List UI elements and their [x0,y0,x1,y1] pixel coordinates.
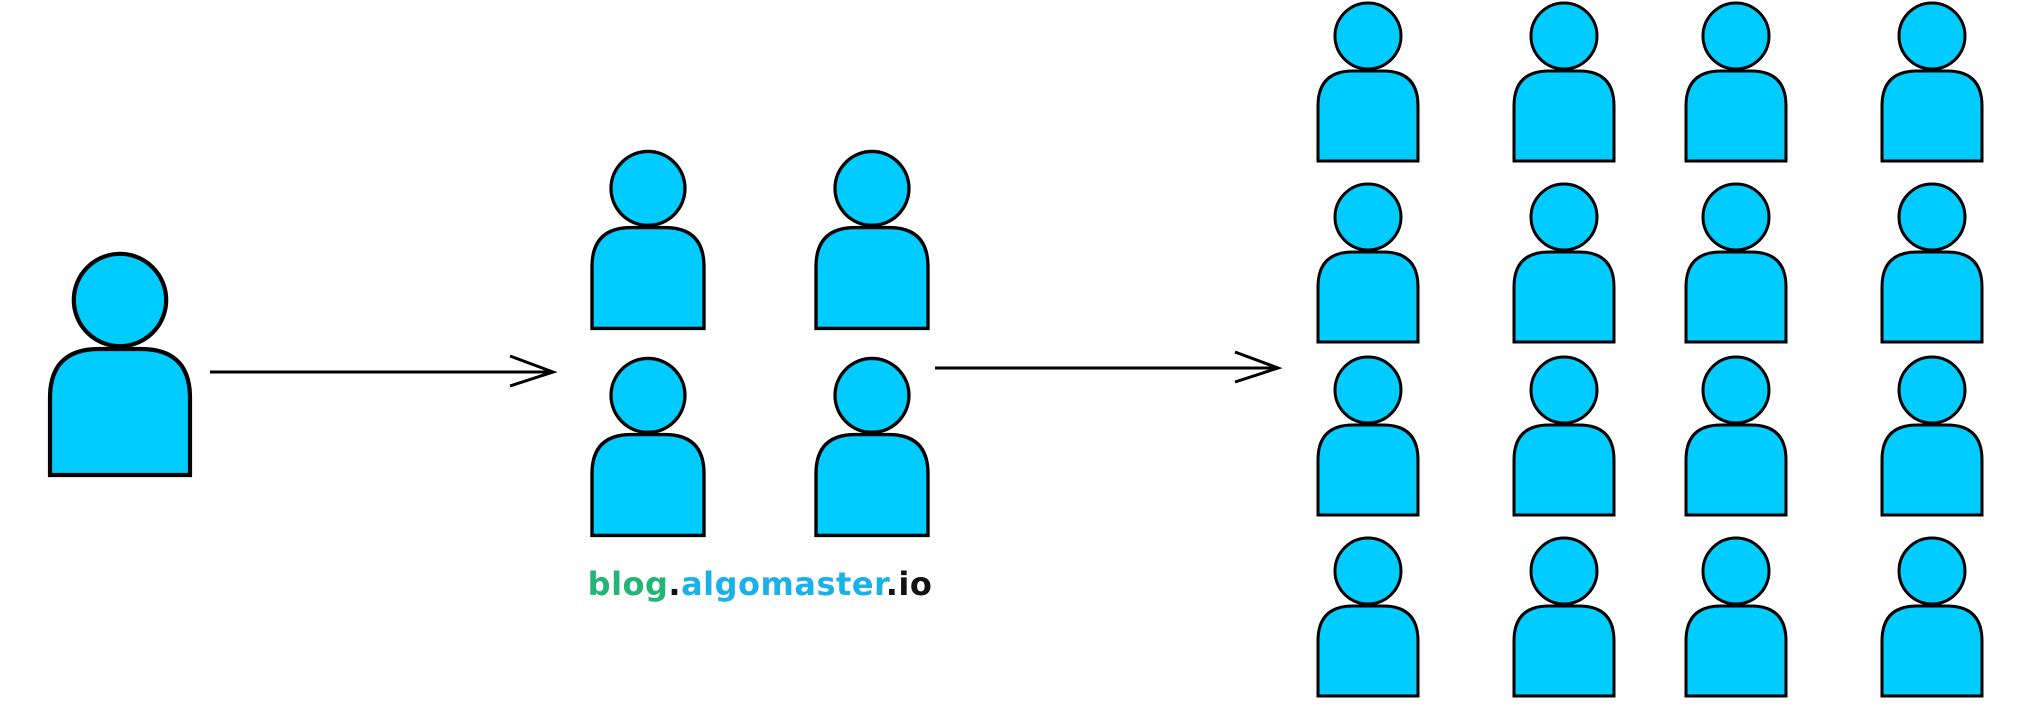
person-icon [590,149,706,331]
person-icon [1316,1,1420,163]
person-icon [590,356,706,538]
person-icon [50,254,190,475]
watermark-io: io [898,565,933,603]
person-icon [1512,536,1616,698]
watermark-dot-1: . [668,565,682,603]
person-icon [1684,355,1788,517]
person-icon [814,149,930,331]
large-group-group [1316,1,1984,698]
arrow-2-head [1234,350,1283,384]
person-icon [1316,182,1420,344]
watermark-blog: blog [587,565,669,603]
person-icon [1880,536,1984,698]
single-user-group [50,254,190,475]
arrow-1-head [509,354,558,388]
person-icon [1512,182,1616,344]
person-icon [1684,536,1788,698]
person-icon [1684,182,1788,344]
watermark: blog.algomaster.io [540,565,980,603]
person-icon [1880,355,1984,517]
watermark-dot-2: . [885,565,899,603]
small-group-group [590,149,930,538]
person-icon [1880,182,1984,344]
person-icon [1880,1,1984,163]
person-icon [1512,355,1616,517]
arrow-1 [210,354,558,388]
watermark-algomaster: algomaster [681,565,886,603]
person-icon [1512,1,1616,163]
person-icon [1684,1,1788,163]
person-icon [814,356,930,538]
person-icon [1316,536,1420,698]
person-icon [1316,355,1420,517]
arrow-2 [935,350,1283,384]
